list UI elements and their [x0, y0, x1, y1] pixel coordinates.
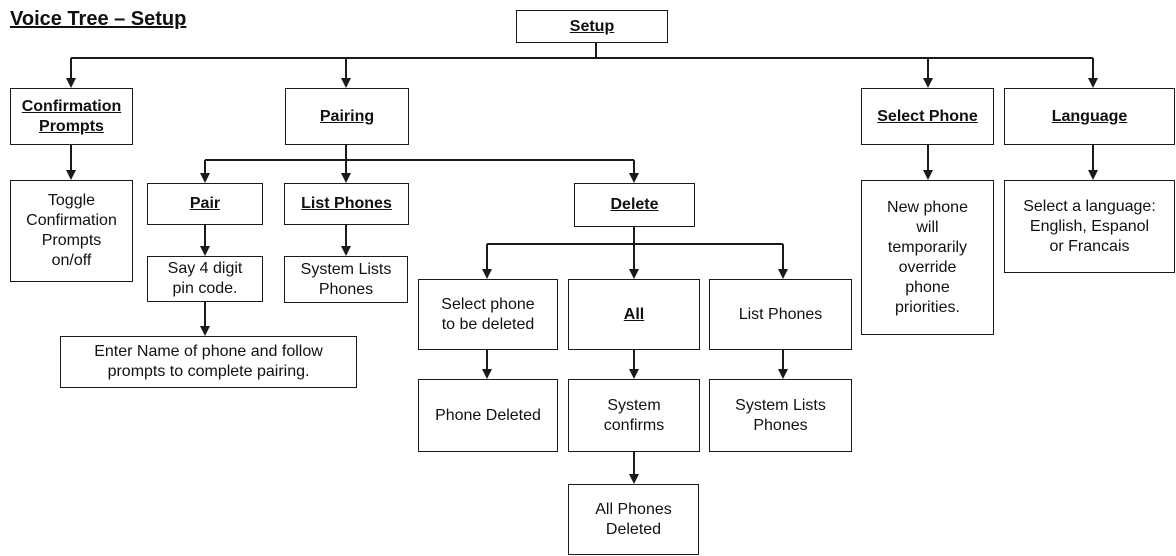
system-lists-phones-pairing-box: System Lists Phones [284, 256, 408, 303]
select-language-box: Select a language: English, Espanol or F… [1004, 180, 1175, 273]
phone-deleted-box: Phone Deleted [418, 379, 558, 452]
list-phones-delete-box: List Phones [709, 279, 852, 350]
setup-box: Setup [516, 10, 668, 43]
list-phones-box: List Phones [284, 183, 409, 225]
language-box: Language [1004, 88, 1175, 145]
pair-box: Pair [147, 183, 263, 225]
all-phones-deleted-box: All Phones Deleted [568, 484, 699, 555]
system-lists-phones-delete-box: System Lists Phones [709, 379, 852, 452]
system-confirms-box: System confirms [568, 379, 700, 452]
new-phone-override-box: New phone will temporarily override phon… [861, 180, 994, 335]
toggle-confirmation-box: Toggle Confirmation Prompts on/off [10, 180, 133, 282]
select-phone-box: Select Phone [861, 88, 994, 145]
all-box: All [568, 279, 700, 350]
delete-box: Delete [574, 183, 695, 227]
select-phone-to-delete-box: Select phone to be deleted [418, 279, 558, 350]
confirmation-prompts-box: Confirmation Prompts [10, 88, 133, 145]
page-title: Voice Tree – Setup [10, 8, 187, 30]
pairing-box: Pairing [285, 88, 409, 145]
enter-name-box: Enter Name of phone and follow prompts t… [60, 336, 357, 388]
say-pin-box: Say 4 digit pin code. [147, 256, 263, 302]
